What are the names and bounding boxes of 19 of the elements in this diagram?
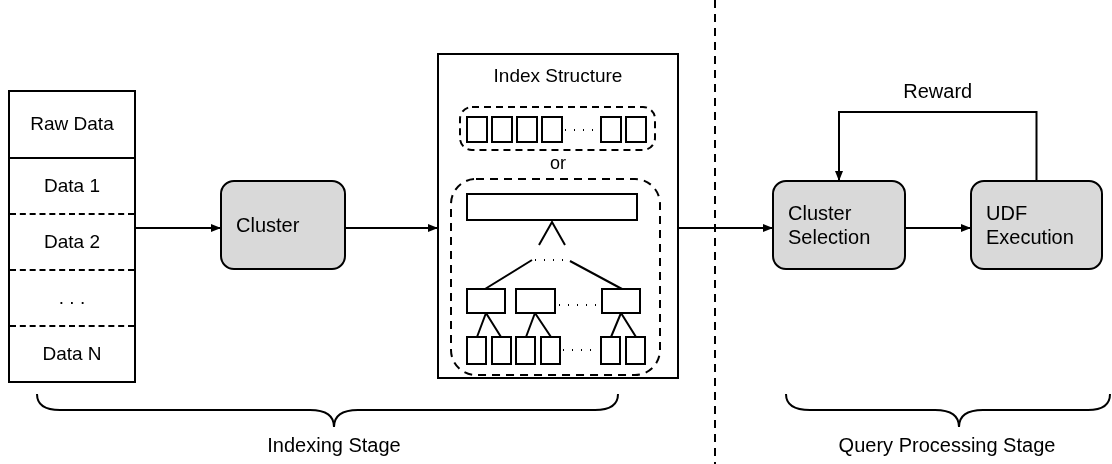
process-box: Cluster Selection [772, 180, 906, 270]
arrow [135, 224, 221, 232]
row-label: Data N [10, 324, 134, 381]
process-box: Cluster [220, 180, 346, 270]
row-label: Data 1 [43, 173, 101, 198]
arrow [835, 111, 1038, 181]
arrow [345, 224, 438, 232]
process-box: UDF Execution [970, 180, 1103, 270]
separator-label: or [549, 153, 567, 173]
row-label: Data 2 [10, 212, 134, 269]
arrow [678, 224, 773, 232]
panel-title: Index Structure [492, 65, 624, 87]
index-structure-panel [437, 53, 679, 379]
arrow [905, 224, 971, 232]
stage-label: Indexing Stage [267, 434, 401, 457]
data-table [8, 90, 136, 383]
column-header: Raw Data [10, 92, 134, 159]
stage-label: Query Processing Stage [838, 434, 1056, 457]
row-label: . . . [10, 268, 134, 325]
